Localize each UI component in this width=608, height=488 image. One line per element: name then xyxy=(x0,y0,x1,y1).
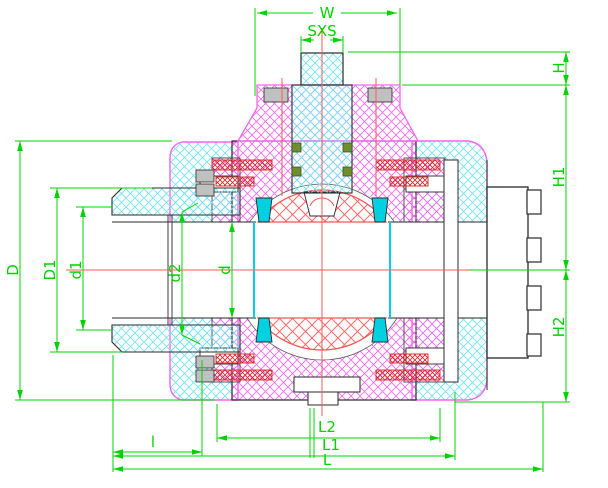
dimension-labels: W SXS H H1 H2 D D1 d1 d2 d L2 l L1 L xyxy=(4,4,568,469)
stem-screw-centerlines xyxy=(281,78,377,196)
dim-label-D1: D1 xyxy=(41,259,59,280)
dim-label-sxs: SXS xyxy=(307,22,336,40)
dim-label-d: d xyxy=(216,265,234,275)
dim-label-D: D xyxy=(4,264,22,276)
dim-label-l: l xyxy=(151,433,155,451)
threaded-end-right xyxy=(486,160,542,390)
dim-label-h: H xyxy=(550,62,568,73)
dim-label-d1: d1 xyxy=(67,260,85,279)
stem-orings xyxy=(291,142,353,177)
body-bottom-slot xyxy=(293,376,361,406)
centerlines xyxy=(66,28,490,416)
dim-label-l1: L1 xyxy=(322,436,340,454)
dim-label-h2: H2 xyxy=(550,317,568,338)
dim-label-l2: L2 xyxy=(318,418,336,436)
dim-label-w: W xyxy=(320,4,335,22)
dim-label-d2: d2 xyxy=(166,263,184,282)
dimensions xyxy=(15,8,570,472)
connector-sleeve-right xyxy=(443,159,459,383)
dim-label-h1: H1 xyxy=(550,167,568,188)
dim-label-L: L xyxy=(323,451,332,469)
valve-cross-section xyxy=(111,52,542,406)
